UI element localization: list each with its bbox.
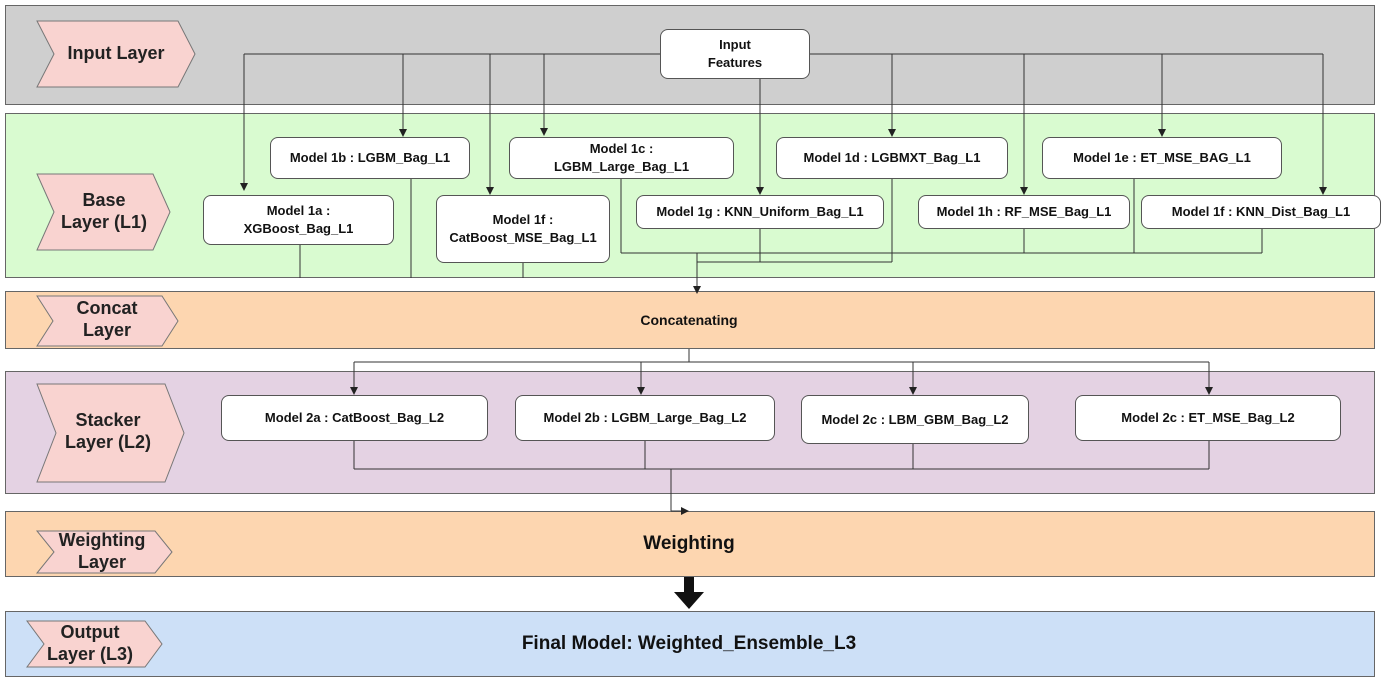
concat-layer-chevron [36, 295, 179, 347]
output-layer-band [5, 611, 1375, 677]
model-2a-node: Model 2a : CatBoost_Bag_L2 [221, 395, 488, 441]
model-1b-node: Model 1b : LGBM_Bag_L1 [270, 137, 470, 179]
final-model-text: Final Model: Weighted_Ensemble_L3 [521, 633, 857, 654]
weighting-text: Weighting [643, 533, 735, 554]
model-1g-node: Model 1g : KNN_Uniform_Bag_L1 [636, 195, 884, 229]
concat-layer-band [5, 291, 1375, 349]
weighting-layer-label: Weighting Layer [58, 530, 146, 572]
base-layer-label: Base Layer (L1) [60, 190, 148, 232]
model-1f-knn-node: Model 1f : KNN_Dist_Bag_L1 [1141, 195, 1381, 229]
weighting-layer-band [5, 511, 1375, 577]
stacker-layer-chevron [36, 383, 185, 483]
model-1f-catboost-node: Model 1f : CatBoost_MSE_Bag_L1 [436, 195, 610, 263]
model-1a-node: Model 1a : XGBoost_Bag_L1 [203, 195, 394, 245]
model-1e-node: Model 1e : ET_MSE_BAG_L1 [1042, 137, 1282, 179]
base-layer-chevron [36, 173, 171, 251]
model-2c-et-node: Model 2c : ET_MSE_Bag_L2 [1075, 395, 1341, 441]
weighting-layer-chevron [35, 530, 173, 574]
stacker-layer-label: Stacker Layer (L2) [64, 410, 152, 452]
output-layer-chevron [26, 620, 163, 668]
input-features-node: Input Features [660, 29, 810, 79]
thick-down-arrow [674, 577, 704, 609]
model-1d-node: Model 1d : LGBMXT_Bag_L1 [776, 137, 1008, 179]
model-1c-node: Model 1c : LGBM_Large_Bag_L1 [509, 137, 734, 179]
output-layer-label: Output Layer (L3) [46, 622, 134, 664]
input-layer-label: Input Layer [67, 43, 165, 63]
concat-layer-label: Concat Layer [76, 298, 138, 340]
model-1h-node: Model 1h : RF_MSE_Bag_L1 [918, 195, 1130, 229]
concatenating-text: Concatenating [640, 312, 738, 328]
model-2b-node: Model 2b : LGBM_Large_Bag_L2 [515, 395, 775, 441]
input-layer-chevron [36, 20, 196, 88]
model-2c-lbm-node: Model 2c : LBM_GBM_Bag_L2 [801, 395, 1029, 444]
